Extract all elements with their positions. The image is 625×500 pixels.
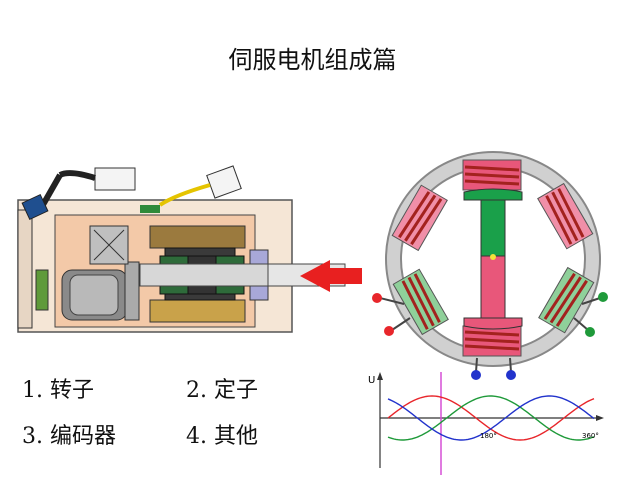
power-connector bbox=[94, 167, 136, 191]
stator-pole-upper-right bbox=[537, 182, 594, 250]
legend-item-stator: 2. 定子 bbox=[186, 378, 258, 403]
terminal-green-1 bbox=[598, 292, 608, 302]
terminal-blue-1 bbox=[471, 370, 481, 380]
legend-item-other: 4. 其他 bbox=[186, 424, 258, 449]
stator-winding-top bbox=[149, 225, 246, 249]
stator-pole-upper-left bbox=[391, 184, 448, 252]
encoder-disk bbox=[69, 274, 119, 316]
wave-blue-phase bbox=[387, 395, 595, 441]
stator-winding-bottom bbox=[149, 299, 246, 323]
red-arrow-icon bbox=[300, 260, 362, 292]
stator-pole-lower-left bbox=[392, 268, 449, 336]
encoder-bracket bbox=[124, 261, 140, 321]
rotor-pole-bottom bbox=[463, 317, 523, 330]
motor-cutaway bbox=[17, 165, 362, 333]
wave-green-phase bbox=[387, 395, 595, 441]
motor-cross-section bbox=[372, 151, 608, 380]
waveform-plot: U 180° 360° bbox=[368, 372, 604, 475]
terminal-red-1 bbox=[372, 293, 382, 303]
stator-pole-lower-right bbox=[538, 266, 595, 334]
encoder-pcb bbox=[35, 269, 49, 311]
terminals bbox=[372, 292, 608, 380]
tick-180: 180° bbox=[480, 432, 497, 440]
terminal-green-2 bbox=[585, 327, 595, 337]
rotor-bar-red bbox=[480, 255, 506, 319]
pcb bbox=[140, 205, 160, 213]
signal-connector bbox=[206, 165, 242, 199]
rotor-pole-top bbox=[463, 188, 523, 201]
terminal-red-2 bbox=[384, 326, 394, 336]
legend-item-encoder: 3. 编码器 bbox=[22, 424, 116, 449]
winding-top bbox=[464, 165, 520, 186]
terminal-blue-2 bbox=[506, 370, 516, 380]
rotor-bar-green bbox=[480, 199, 506, 257]
page-title: 伺服电机组成篇 bbox=[228, 46, 397, 74]
tick-360: 360° bbox=[582, 432, 599, 440]
cable-2 bbox=[158, 183, 211, 207]
legend-item-rotor: 1. 转子 bbox=[22, 378, 94, 403]
end-bracket bbox=[17, 209, 33, 329]
cable-1 bbox=[58, 170, 96, 181]
winding-bottom bbox=[464, 330, 520, 351]
cable-gland bbox=[21, 193, 49, 221]
y-axis-label: U bbox=[368, 375, 375, 386]
rotor-axis bbox=[490, 254, 496, 260]
